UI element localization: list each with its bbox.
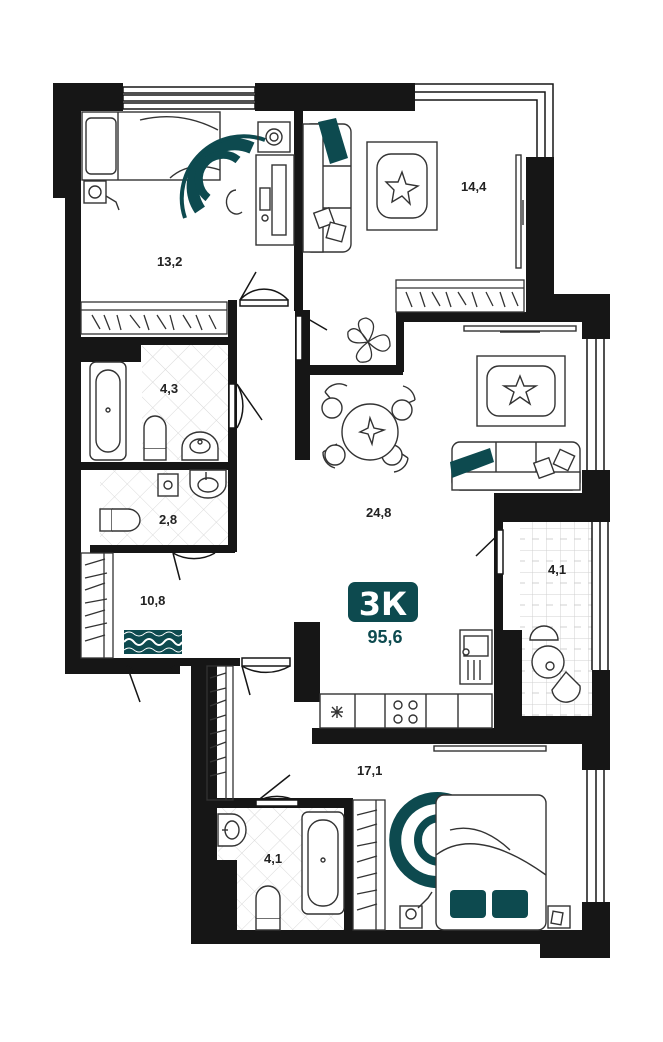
kitchen-counter — [319, 629, 493, 729]
tv-living — [463, 325, 577, 333]
balcony-furniture — [529, 625, 581, 703]
windows — [122, 83, 609, 902]
walls — [53, 83, 610, 958]
bathtub-top — [89, 361, 127, 461]
bathroom-bottom-fixtures — [217, 811, 345, 931]
room-area-wc: 2,8 — [159, 512, 177, 527]
sink-top — [181, 431, 219, 461]
wc-fixtures — [99, 469, 227, 532]
room-area-living-top: 14,4 — [461, 179, 487, 194]
room-area-hall: 10,8 — [140, 593, 165, 608]
total-area: 95,6 — [367, 627, 402, 647]
nightstands-bottom — [399, 891, 571, 929]
throw-blanket-top — [318, 118, 348, 164]
desk-top-bedroom — [225, 121, 295, 246]
rug-bottom-bedroom — [389, 792, 452, 888]
rug-living — [476, 355, 566, 427]
bed-top — [81, 111, 221, 211]
room-area-kitchen-living: 24,8 — [366, 505, 391, 520]
apartment-type-badge — [348, 582, 418, 622]
room-area-balcony: 4,1 — [548, 562, 566, 577]
throw-blanket-living — [450, 448, 494, 478]
rug-top-bedroom — [179, 134, 266, 219]
apartment-type-label: 3К — [359, 585, 407, 623]
room-area-bedroom-top: 13,2 — [157, 254, 182, 269]
room-area-bathroom-top: 4,3 — [160, 381, 178, 396]
wardrobes — [80, 279, 525, 931]
toilet-top — [143, 415, 167, 461]
tv-bottom-bedroom — [433, 745, 547, 752]
rug-top-living — [366, 141, 438, 231]
plant-top-living — [347, 317, 391, 363]
room-area-bathroom-bottom: 4,1 — [264, 851, 282, 866]
tv-top-living — [515, 154, 524, 269]
hall-mat — [123, 630, 183, 654]
pillows-bottom — [450, 890, 528, 918]
room-area-bedroom-bottom: 17,1 — [357, 763, 382, 778]
dining-table — [321, 383, 416, 473]
doors — [126, 271, 504, 807]
